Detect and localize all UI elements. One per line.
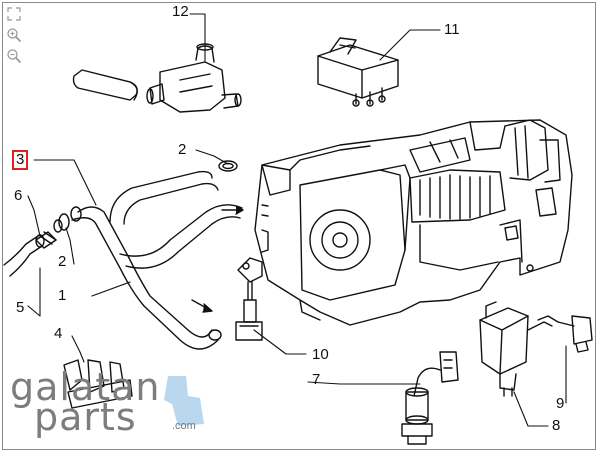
logo-suffix: .com (172, 420, 196, 432)
callout-6[interactable]: 6 (14, 187, 23, 204)
part-12-valve-drawing (72, 43, 242, 113)
part-8-actuator-drawing (479, 301, 553, 397)
part-11-microswitch-drawing (317, 37, 399, 107)
part-9-connector-drawing (537, 315, 593, 353)
part-7-sender-drawing (401, 351, 459, 445)
callout-9[interactable]: 9 (556, 395, 565, 412)
logo-accent-shape (164, 376, 204, 426)
part-10-sensor-drawing (235, 257, 263, 341)
callout-11[interactable]: 11 (444, 21, 460, 38)
callout-7[interactable]: 7 (312, 371, 321, 388)
watermark-logo: galatan parts .com (10, 368, 210, 438)
fit-view-icon[interactable] (6, 6, 22, 22)
callout-10[interactable]: 10 (312, 346, 329, 363)
callout-12[interactable]: 12 (172, 3, 189, 20)
heater-housing-drawing (254, 119, 573, 326)
callout-2-upper[interactable]: 2 (178, 141, 187, 158)
diagram-frame (2, 2, 596, 450)
zoom-in-icon[interactable] (6, 27, 22, 43)
hose-assembly-drawing (3, 160, 243, 350)
zoom-out-icon[interactable] (6, 48, 22, 64)
callout-2-lower[interactable]: 2 (58, 253, 67, 270)
logo-line-1: galatan (10, 365, 161, 409)
callout-8[interactable]: 8 (552, 417, 561, 434)
callout-3-highlighted[interactable]: 3 (12, 150, 29, 170)
callout-4[interactable]: 4 (54, 325, 63, 342)
part-4-clips-drawing (63, 359, 133, 409)
logo-line-2: parts (34, 395, 137, 439)
zoom-toolbar (6, 6, 24, 69)
callout-leaders (27, 13, 567, 427)
callout-5[interactable]: 5 (16, 299, 25, 316)
callout-1[interactable]: 1 (58, 287, 67, 304)
